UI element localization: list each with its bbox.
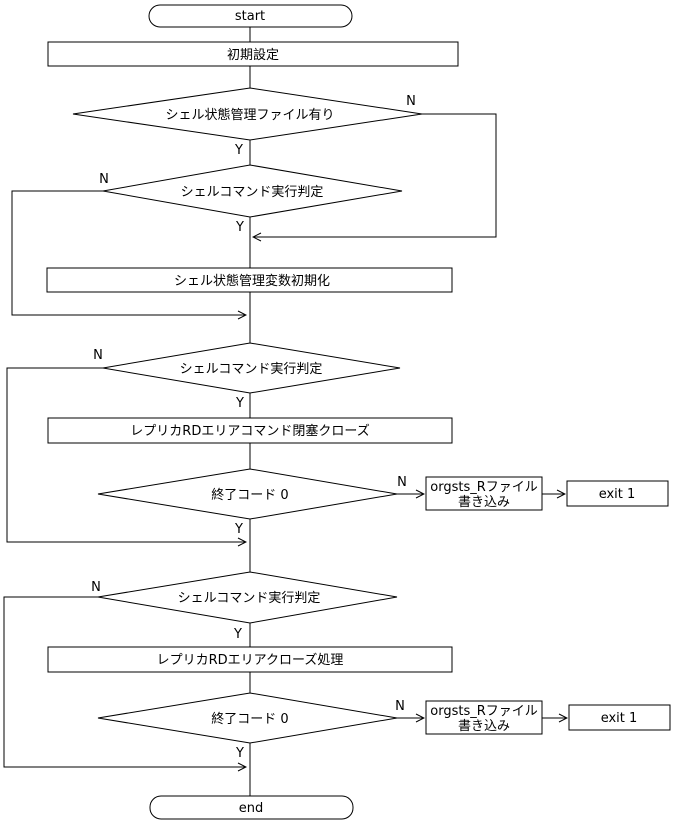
orgsts-write-box-1-line1: orgsts_Rファイル (430, 480, 538, 495)
orgsts-write-box-2-line2: 書き込み (458, 719, 510, 734)
exit-code-decision-1-shape (97, 468, 398, 520)
start-terminal-shape (148, 4, 353, 28)
edge-decision2-no-loop (11, 190, 246, 315)
replica-rd-close-label: レプリカRDエリアクローズ処理 (157, 652, 344, 668)
state-var-init-process: シェル状態管理変数初期化 (46, 267, 453, 293)
replica-rd-close-process: レプリカRDエリアクローズ処理 (47, 646, 453, 673)
edge-decision5-no-loop (3, 596, 246, 767)
end-terminal-shape (149, 795, 354, 820)
edge-decision1-no-loop (253, 113, 497, 237)
init-process-shape (47, 41, 459, 67)
replica-rd-cmd-close-shape (47, 417, 453, 444)
replica-rd-cmd-close-process: レプリカRDエリアコマンド閉塞クローズ (47, 417, 453, 444)
replica-rd-close-shape (47, 646, 453, 673)
state-file-decision-shape (72, 87, 423, 141)
replica-rd-cmd-close-label: レプリカRDエリアコマンド閉塞クローズ (130, 423, 369, 439)
init-process: 初期設定 (47, 41, 459, 67)
end-terminal: end (149, 795, 354, 820)
exit1-box-1-label: exit 1 (599, 487, 636, 502)
exit-code-decision-2-yes-label: Y (235, 746, 244, 761)
exit-code-decision-1: 終了コード 0 (97, 468, 398, 520)
init-process-label: 初期設定 (227, 47, 279, 63)
exit1-box-2-shape (568, 704, 671, 731)
shell-cmd-decision-2-no-label: N (93, 348, 103, 363)
shell-cmd-decision-3-yes-label: Y (233, 627, 242, 642)
exit1-box-1: exit 1 (566, 480, 669, 507)
orgsts-write-box-2-line1: orgsts_Rファイル (430, 704, 538, 719)
shell-cmd-decision-3-shape (97, 571, 398, 624)
orgsts-write-box-1: orgsts_Rファイル 書き込み (425, 476, 543, 511)
state-var-init-process-shape (46, 267, 453, 293)
shell-cmd-decision-2: シェルコマンド実行判定 (102, 342, 401, 394)
exit-code-decision-1-label: 終了コード 0 (211, 487, 288, 503)
shell-cmd-decision-1: シェルコマンド実行判定 (102, 164, 403, 218)
exit-code-decision-1-yes-label: Y (234, 522, 243, 537)
exit1-box-1-shape (566, 480, 669, 507)
start-terminal: start (148, 4, 353, 28)
shell-cmd-decision-1-shape (102, 164, 403, 218)
exit-code-decision-2-label: 終了コード 0 (211, 711, 288, 727)
orgsts-write-box-1-shape (425, 476, 543, 511)
shell-cmd-decision-3-no-label: N (91, 580, 101, 595)
state-var-init-process-label: シェル状態管理変数初期化 (174, 273, 330, 289)
shell-cmd-decision-1-yes-label: Y (235, 220, 244, 235)
edge-decision3-no-loop (6, 367, 246, 542)
exit1-box-2: exit 1 (568, 704, 671, 731)
shell-cmd-decision-1-no-label: N (99, 172, 109, 187)
state-file-decision-no-label: N (406, 94, 416, 109)
exit-code-decision-2-no-label: N (395, 699, 405, 714)
orgsts-write-box-2-shape (425, 700, 543, 735)
exit-code-decision-2: 終了コード 0 (97, 692, 398, 744)
exit-code-decision-2-shape (97, 692, 398, 744)
shell-cmd-decision-3: シェルコマンド実行判定 (97, 571, 398, 624)
orgsts-write-box-1-line2: 書き込み (458, 495, 510, 510)
shell-cmd-decision-2-shape (102, 342, 401, 394)
orgsts-write-box-2: orgsts_Rファイル 書き込み (425, 700, 543, 735)
shell-cmd-decision-1-label: シェルコマンド実行判定 (181, 184, 324, 200)
exit1-box-2-label: exit 1 (601, 711, 638, 726)
shell-cmd-decision-3-label: シェルコマンド実行判定 (178, 590, 321, 606)
end-label: end (239, 801, 264, 816)
state-file-decision: シェル状態管理ファイル有り (72, 87, 423, 141)
exit-code-decision-1-no-label: N (397, 475, 407, 490)
shell-cmd-decision-2-yes-label: Y (235, 396, 244, 411)
state-file-decision-label: シェル状態管理ファイル有り (165, 107, 334, 123)
state-file-decision-yes-label: Y (234, 143, 243, 158)
start-label: start (235, 9, 265, 24)
shell-cmd-decision-2-label: シェルコマンド実行判定 (180, 361, 323, 377)
